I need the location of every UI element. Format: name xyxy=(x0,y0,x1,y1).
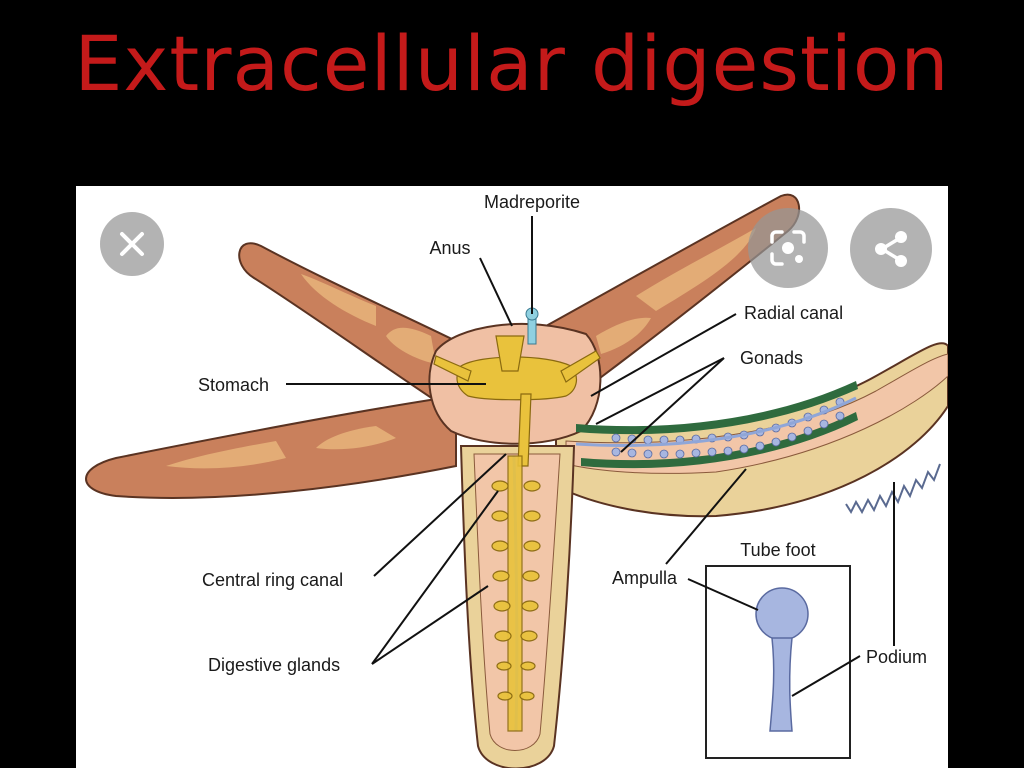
digestive-system xyxy=(433,335,601,732)
label-tube-foot: Tube foot xyxy=(740,540,815,560)
ampulla-bulb xyxy=(755,587,809,641)
leader-lines xyxy=(286,216,895,697)
gonads xyxy=(576,381,858,469)
podia-fringe xyxy=(845,463,941,515)
label-digestive-glands: Digestive glands xyxy=(208,655,340,675)
diagram-labels: Madreporite Anus Radial canal Gonads Sto… xyxy=(198,192,927,675)
slide-title: Extracellular digestion xyxy=(74,19,950,108)
label-gonads: Gonads xyxy=(740,348,803,368)
starfish-diagram: Madreporite Anus Radial canal Gonads Sto… xyxy=(85,192,948,768)
close-icon xyxy=(120,232,144,256)
label-madreporite: Madreporite xyxy=(484,192,580,212)
stomach-shape xyxy=(456,356,578,401)
label-radial-canal: Radial canal xyxy=(744,303,843,323)
starfish-body xyxy=(85,193,948,768)
lens-icon xyxy=(770,230,806,266)
radial-canal xyxy=(575,396,857,447)
label-podium: Podium xyxy=(866,647,927,667)
label-anus: Anus xyxy=(429,238,470,258)
lens-button[interactable] xyxy=(748,208,828,288)
arm-upper-left xyxy=(238,242,468,403)
close-button[interactable] xyxy=(100,212,164,276)
podium-stalk xyxy=(769,637,793,732)
label-central-ring-canal: Central ring canal xyxy=(202,570,343,590)
tube-foot-inset xyxy=(705,565,851,759)
share-icon xyxy=(875,231,907,267)
madreporite-shape xyxy=(525,307,539,345)
share-button[interactable] xyxy=(850,208,932,290)
label-ampulla: Ampulla xyxy=(612,568,678,588)
label-stomach: Stomach xyxy=(198,375,269,395)
